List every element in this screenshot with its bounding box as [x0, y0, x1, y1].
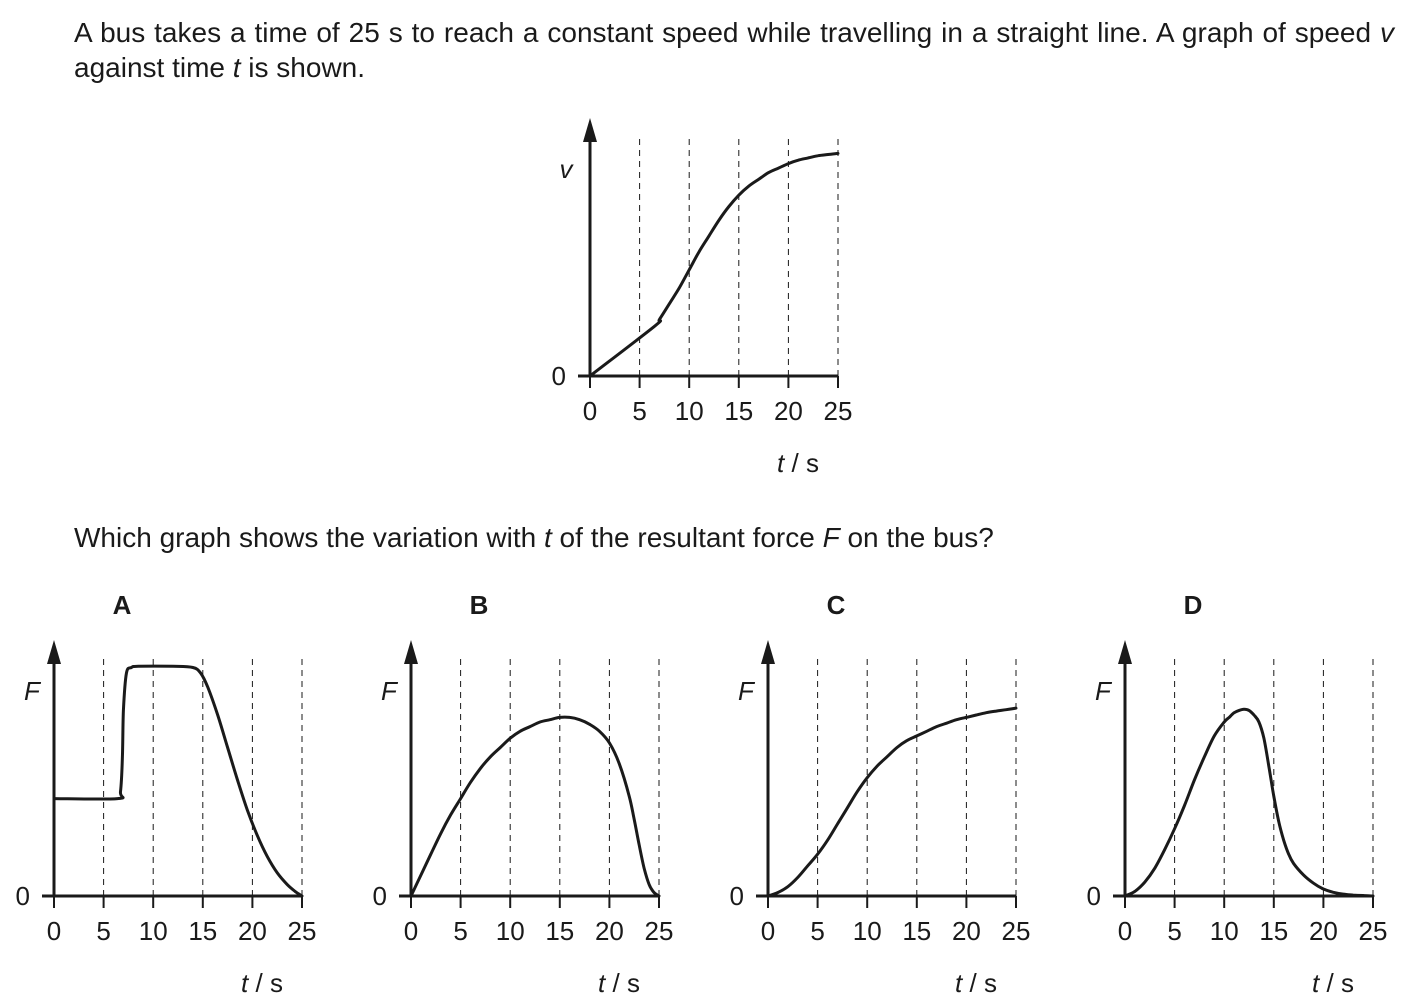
speed-graph-x-label-unit: / s [792, 448, 819, 478]
option-d-xtick-label-5: 5 [1167, 916, 1181, 946]
question-text: Which graph shows the variation with t o… [74, 520, 994, 555]
speed-graph-y-axis-arrow [583, 118, 597, 142]
option-d-xtick-label-20: 20 [1309, 916, 1338, 946]
intro-part3: is shown. [240, 52, 366, 83]
option-c-x-label: t / s [955, 968, 997, 998]
option-b-title: B [470, 590, 489, 620]
option-c-xtick-label-5: 5 [810, 916, 824, 946]
option-b-series-line [409, 715, 661, 898]
speed-graph-xtick-label-0: 0 [583, 396, 597, 426]
question-var-f: F [822, 522, 840, 553]
intro-var-t: t [232, 52, 241, 83]
option-c-series-line [766, 706, 1018, 898]
intro-text: A bus takes a time of 25 s to reach a co… [74, 15, 1394, 85]
speed-graph-xtick-label-10: 10 [675, 396, 704, 426]
question-part2: of the resultant force [551, 522, 823, 553]
option-d-y-label: F [1095, 676, 1113, 706]
option-a-y-axis-arrow [47, 640, 61, 664]
option-a-x-label: t / s [241, 968, 283, 998]
option-c-chart: C 0 5 10 15 20 25 0 Ft / s [730, 590, 1031, 998]
option-d-xtick-label-15: 15 [1259, 916, 1288, 946]
option-a-xtick-label-15: 15 [188, 916, 217, 946]
speed-graph-series-line [588, 151, 840, 378]
option-b-xtick-label-10: 10 [496, 916, 525, 946]
option-a-x-label-unit: / s [256, 968, 283, 998]
option-b-xtick-label-5: 5 [453, 916, 467, 946]
option-a-xtick-label-25: 25 [288, 916, 317, 946]
option-b-xtick-label-0: 0 [404, 916, 418, 946]
option-a-xtick-label-5: 5 [96, 916, 110, 946]
option-b-x-label-unit: / s [613, 968, 640, 998]
option-a-xtick-label-0: 0 [47, 916, 61, 946]
option-d-xtick-label-10: 10 [1210, 916, 1239, 946]
option-a-chart: A 0 5 10 15 20 25 0 Ft / s [16, 590, 317, 998]
speed-graph-x-label-var: t [777, 448, 791, 478]
option-c-xtick-label-25: 25 [1002, 916, 1031, 946]
option-c-x-label-unit: / s [970, 968, 997, 998]
speed-graph-x-label: t / s [777, 448, 819, 478]
option-a-series-line [52, 664, 304, 898]
option-b-y-zero-label: 0 [373, 881, 387, 911]
option-c-y-label: F [738, 676, 756, 706]
option-a-xtick-label-20: 20 [238, 916, 267, 946]
option-d-chart: D 0 5 10 15 20 25 0 Ft / s [1087, 590, 1388, 998]
option-b-x-label: t / s [598, 968, 640, 998]
option-b-x-label-var: t [598, 968, 612, 998]
option-b-y-label: F [381, 676, 399, 706]
speed-graph-chart: 0 5 10 15 20 25 0 v t / s [552, 118, 853, 478]
option-c-xtick-label-15: 15 [902, 916, 931, 946]
option-d-y-zero-label: 0 [1087, 881, 1101, 911]
speed-graph-xtick-label-25: 25 [824, 396, 853, 426]
speed-graph-y-zero-label: 0 [552, 361, 566, 391]
option-c-x-label-var: t [955, 968, 969, 998]
option-d-y-axis-arrow [1118, 640, 1132, 664]
question-var-t: t [544, 522, 552, 553]
option-d-x-label: t / s [1312, 968, 1354, 998]
option-b-xtick-label-15: 15 [545, 916, 574, 946]
option-c-y-axis-arrow [761, 640, 775, 664]
intro-part2: against time [74, 52, 233, 83]
option-d-series-line [1123, 707, 1375, 898]
option-a-xtick-label-10: 10 [139, 916, 168, 946]
option-a-x-label-var: t [241, 968, 255, 998]
intro-var-v: v [1380, 17, 1394, 48]
option-b-y-axis-arrow [404, 640, 418, 664]
question-part1: Which graph shows the variation with [74, 522, 544, 553]
speed-graph-xtick-label-5: 5 [632, 396, 646, 426]
option-d-xtick-label-25: 25 [1359, 916, 1388, 946]
intro-part1: A bus takes a time of 25 s to reach a co… [74, 17, 1380, 48]
option-c-y-zero-label: 0 [730, 881, 744, 911]
option-d-x-label-var: t [1312, 968, 1326, 998]
option-a-y-label: F [24, 676, 42, 706]
option-a-y-zero-label: 0 [16, 881, 30, 911]
option-d-x-label-unit: / s [1327, 968, 1354, 998]
option-b-chart: B 0 5 10 15 20 25 0 Ft / s [373, 590, 674, 998]
option-c-xtick-label-20: 20 [952, 916, 981, 946]
speed-graph-xtick-label-20: 20 [774, 396, 803, 426]
question-part3: on the bus? [839, 522, 994, 553]
option-c-xtick-label-0: 0 [761, 916, 775, 946]
option-c-title: C [827, 590, 846, 620]
speed-graph-y-label: v [560, 154, 575, 184]
speed-graph-xtick-label-15: 15 [724, 396, 753, 426]
option-d-xtick-label-0: 0 [1118, 916, 1132, 946]
option-b-xtick-label-25: 25 [645, 916, 674, 946]
option-a-title: A [113, 590, 132, 620]
option-b-xtick-label-20: 20 [595, 916, 624, 946]
option-d-title: D [1184, 590, 1203, 620]
option-c-xtick-label-10: 10 [853, 916, 882, 946]
